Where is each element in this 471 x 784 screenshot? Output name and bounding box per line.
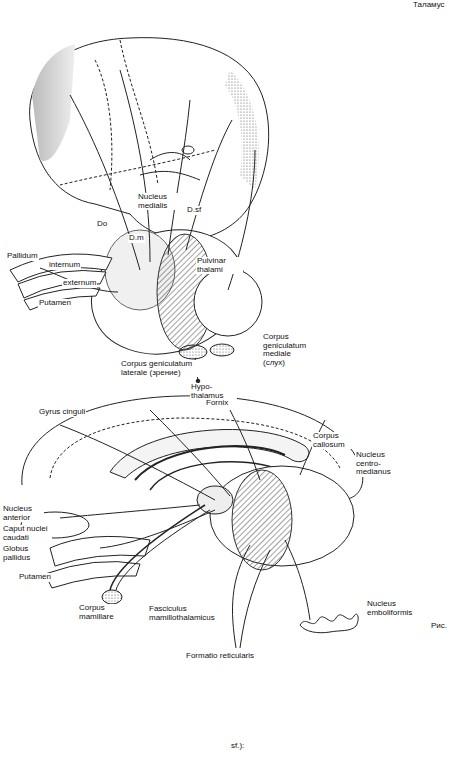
part-label: Gyrus cinguli	[38, 408, 86, 417]
part-label: Corpus callosum	[312, 432, 356, 449]
part-label: Fasciculus mamillothalamicus	[148, 605, 215, 622]
part-label: Corpus geniculatum mediale (слух)	[262, 333, 312, 368]
part-label: Formatio reticularis	[185, 652, 257, 661]
part-label: sf.):	[230, 742, 245, 751]
part-label: Nucleus emboliformis	[366, 600, 423, 617]
part-label: externum	[62, 279, 97, 288]
part-label: Caput nuclei caudati	[2, 525, 52, 542]
part-label: D.m	[128, 234, 145, 243]
part-label: Fornix	[205, 399, 229, 408]
part-label: Nucleus centro- medianus	[355, 451, 407, 477]
part-label: Hypo- thalamus	[190, 383, 237, 400]
part-label: Corpus mamillare	[78, 604, 120, 621]
part-label: Таламус	[412, 1, 446, 10]
part-label: Рис.	[430, 622, 448, 631]
part-label: Nucleus medialis	[137, 193, 184, 210]
part-label: Nucleus anterior	[2, 505, 44, 522]
part-label: Putamen	[38, 299, 72, 308]
part-label: Putamen	[18, 573, 52, 582]
part-label: Do	[96, 220, 108, 229]
part-label: Corpus geniculatum laterale (зрение)	[120, 360, 200, 377]
part-label: Pulvinar thalami	[196, 257, 243, 274]
part-label: internum	[48, 261, 81, 270]
part-label: Pallidum	[6, 252, 39, 261]
part-label: Globus pallidus	[2, 545, 40, 562]
part-label: D.sf	[186, 206, 202, 215]
